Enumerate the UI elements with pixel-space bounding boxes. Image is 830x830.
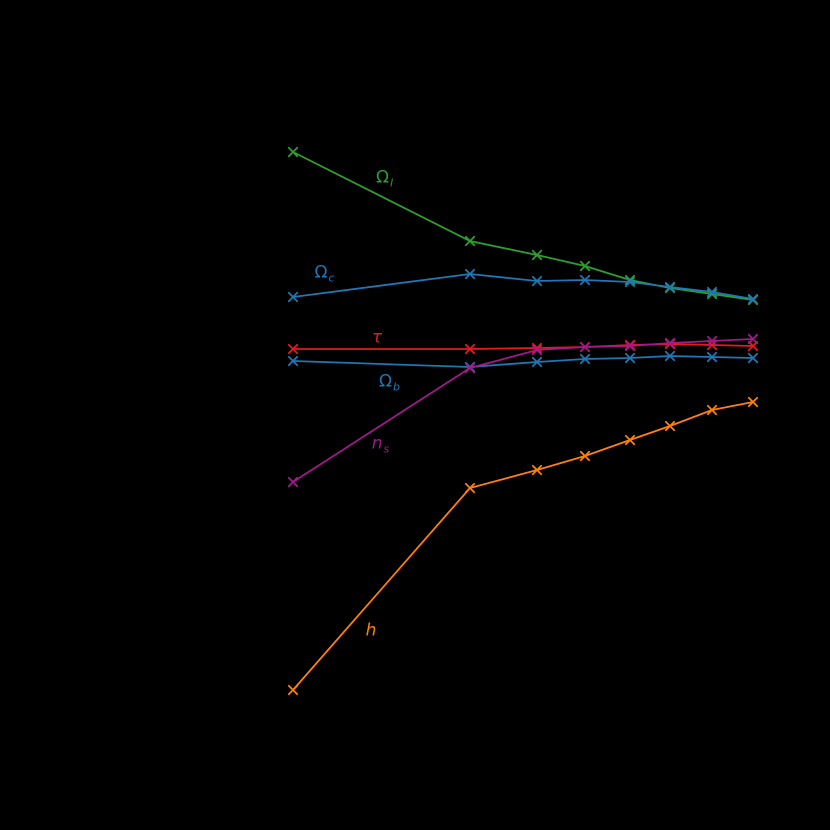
series-label-main-h: h <box>365 620 377 641</box>
marker-x-omega-c <box>624 276 636 288</box>
marker-x-n-s <box>464 362 476 374</box>
marker-x-omega-b <box>747 352 759 364</box>
series-label-sub-omega-l: l <box>389 176 394 190</box>
marker-x-omega-b <box>531 356 543 368</box>
series-line-tau <box>293 343 754 350</box>
series-line-omega-b <box>292 355 754 368</box>
series-label-n-s: ns <box>371 433 390 456</box>
series-label-h: h <box>365 620 377 641</box>
marker-x-tau <box>747 340 759 352</box>
series-label-main-n-s: n <box>371 433 383 454</box>
marker-x-n-s <box>664 337 676 349</box>
marker-x-omega-b <box>664 350 676 362</box>
series-label-sub-omega-b: b <box>393 380 400 394</box>
marker-x-omega-l <box>579 260 591 272</box>
marker-x-tau <box>464 343 476 355</box>
marker-x-omega-b <box>579 353 591 365</box>
marker-x-h <box>579 450 591 462</box>
marker-x-omega-l <box>531 249 543 261</box>
marker-x-omega-c <box>706 286 718 298</box>
marker-x-h <box>464 482 476 494</box>
marker-x-omega-c <box>464 268 476 280</box>
marker-x-omega-c <box>579 274 591 286</box>
marker-x-omega-l <box>287 146 299 158</box>
marker-x-h <box>531 464 543 476</box>
series-label-omega-b: Ωb <box>379 371 400 394</box>
marker-x-n-s <box>287 476 299 488</box>
series-line-n-s <box>292 338 754 483</box>
series-line-omega-c <box>292 273 754 300</box>
series-label-main-omega-b: Ω <box>379 371 393 392</box>
marker-x-n-s <box>747 333 759 345</box>
series-label-sub-n-s: s <box>383 442 390 456</box>
series-label-omega-c: Ωc <box>314 262 335 285</box>
series-label-sub-omega-c: c <box>328 271 335 285</box>
marker-x-omega-b <box>706 351 718 363</box>
series-label-main-tau: τ <box>371 327 383 348</box>
marker-x-n-s <box>531 344 543 356</box>
series-label-omega-l: Ωl <box>375 167 394 190</box>
marker-x-omega-l <box>464 235 476 247</box>
marker-x-n-s <box>624 340 636 352</box>
marker-x-h <box>664 420 676 432</box>
marker-x-omega-c <box>664 281 676 293</box>
marker-x-h <box>706 404 718 416</box>
series-line-omega-l <box>292 151 754 301</box>
series-label-main-omega-l: Ω <box>375 167 389 188</box>
marker-x-omega-c <box>747 293 759 305</box>
series-label-main-omega-c: Ω <box>314 262 328 283</box>
series-label-tau: τ <box>371 327 383 348</box>
marker-x-tau <box>706 339 718 351</box>
marker-x-omega-c <box>531 275 543 287</box>
marker-x-tau <box>287 343 299 355</box>
series-line-h <box>292 401 754 691</box>
marker-x-omega-b <box>624 352 636 364</box>
marker-x-omega-c <box>287 291 299 303</box>
marker-x-h <box>287 684 299 696</box>
marker-x-h <box>747 396 759 408</box>
marker-x-h <box>624 434 636 446</box>
marker-x-n-s <box>579 341 591 353</box>
marker-x-omega-b <box>287 355 299 367</box>
marker-x-n-s <box>706 335 718 347</box>
